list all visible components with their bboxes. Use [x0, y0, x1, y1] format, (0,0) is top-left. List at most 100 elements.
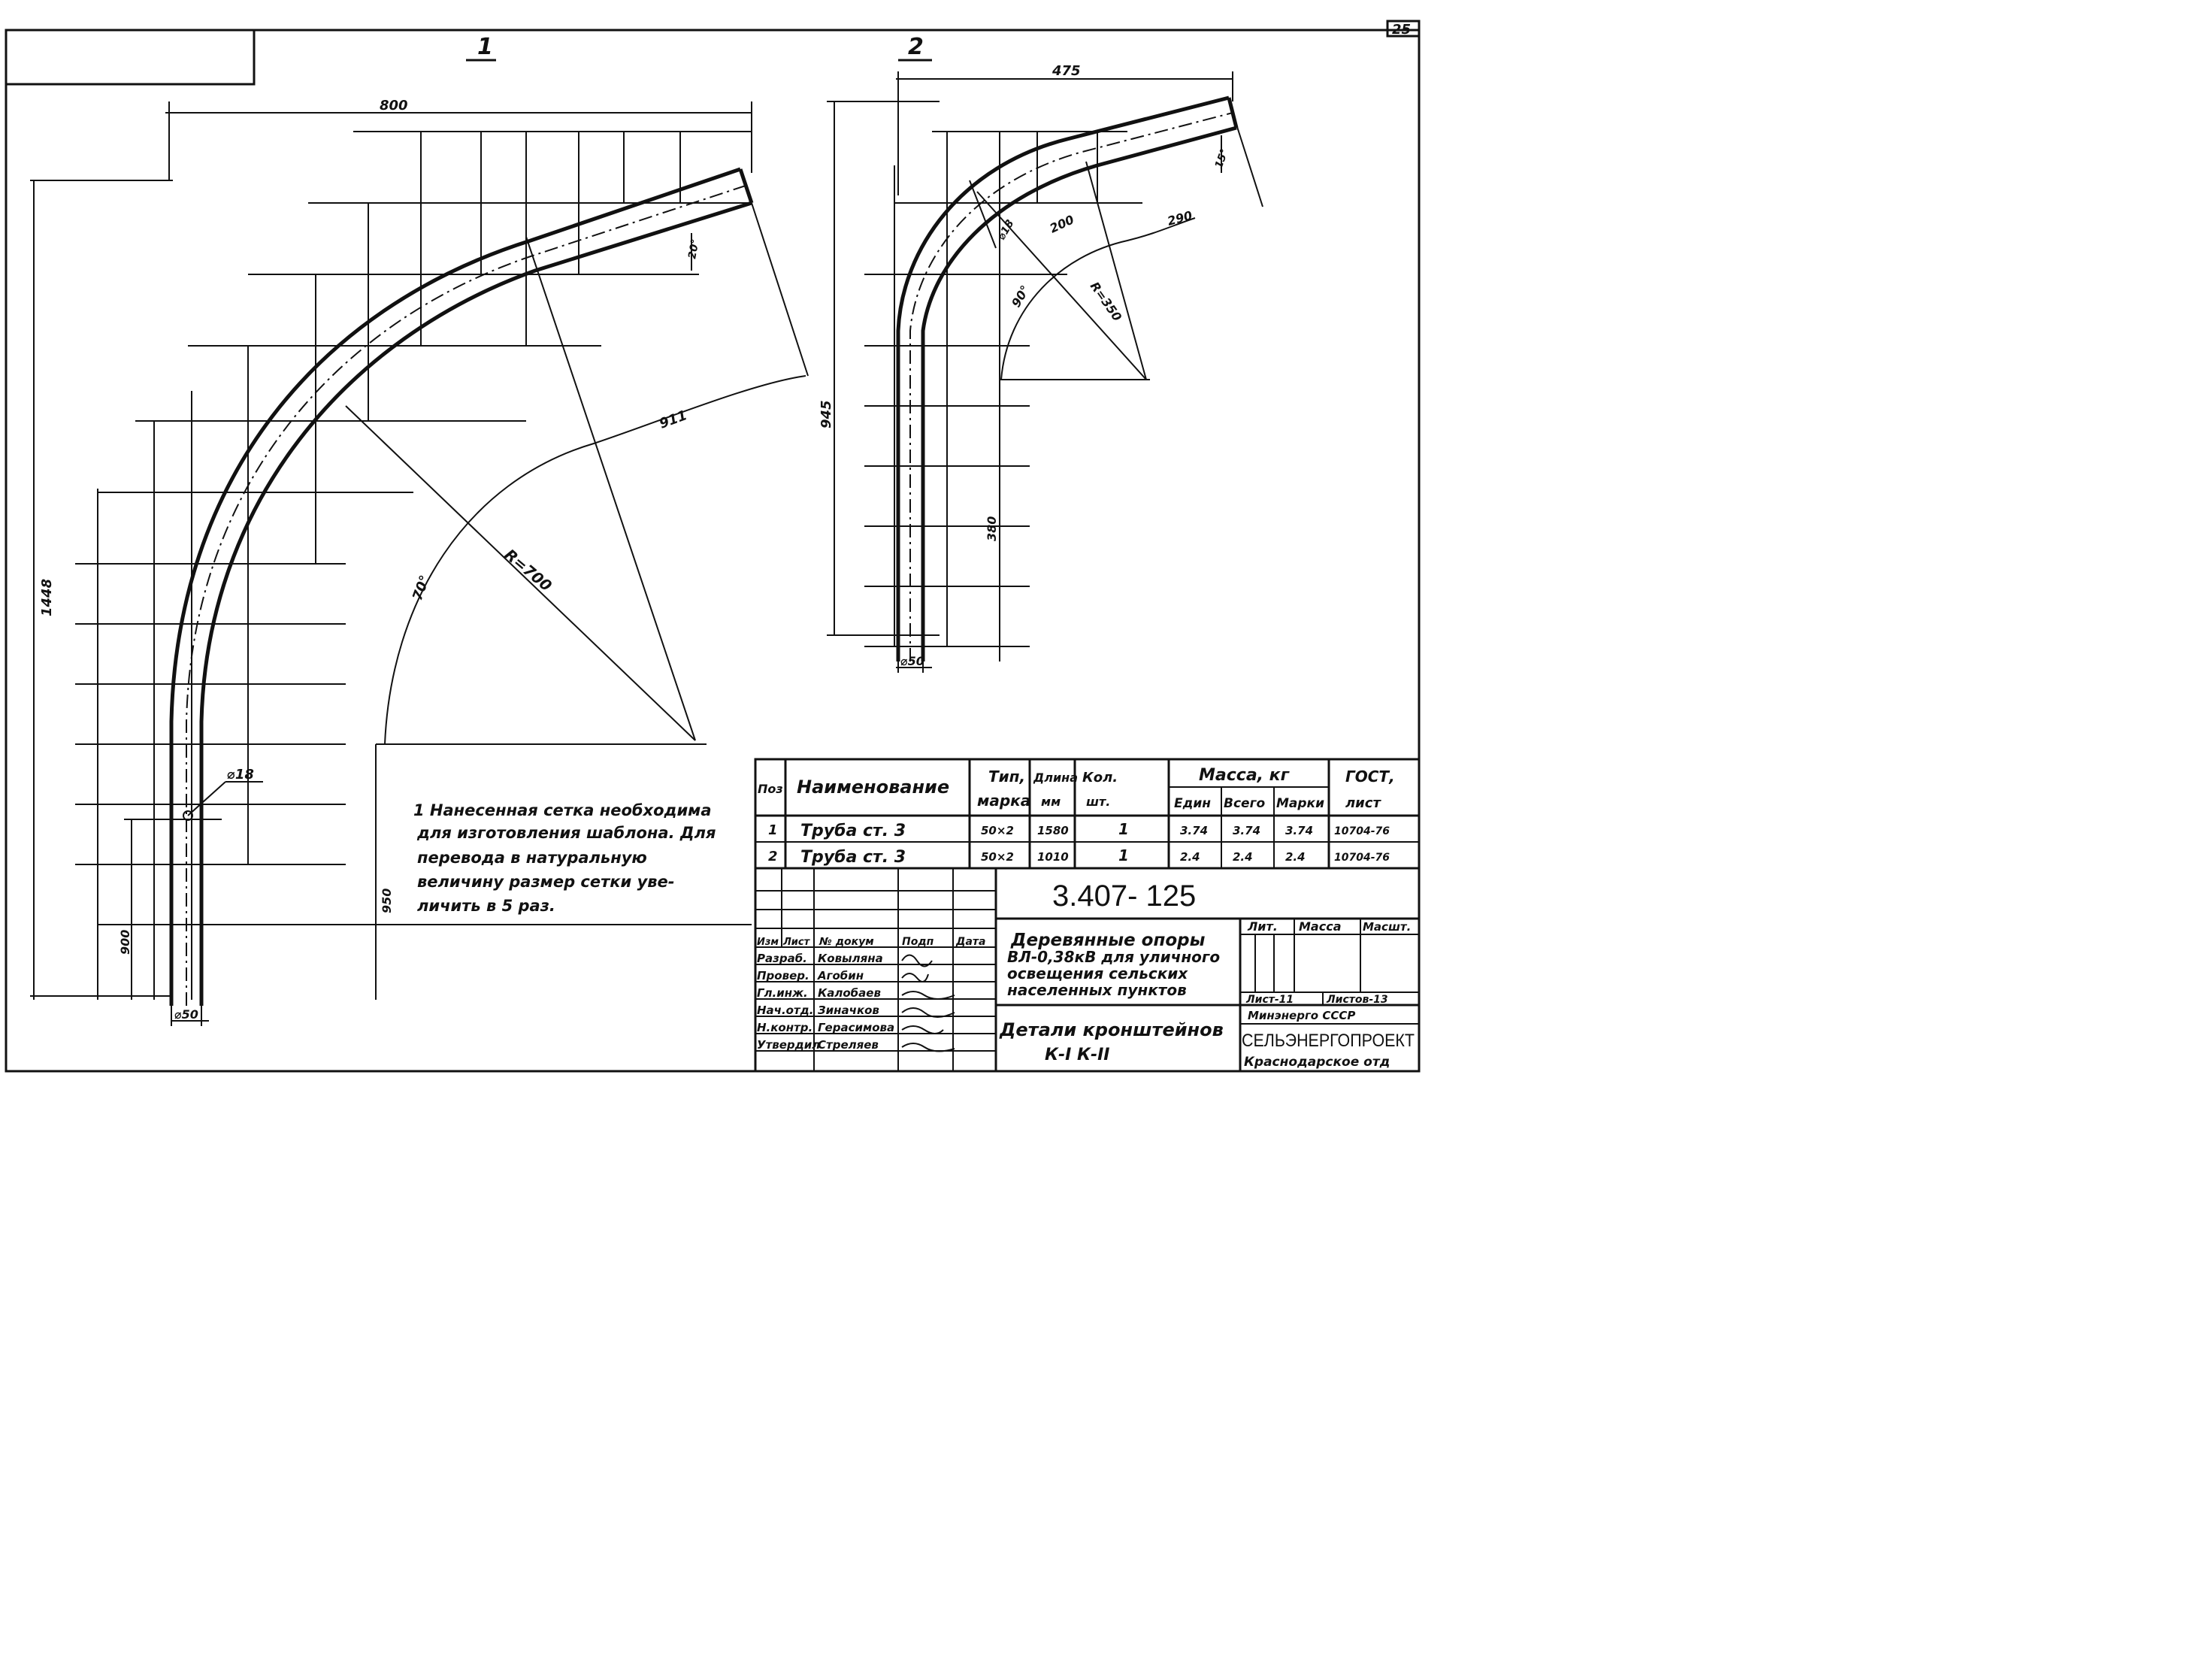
th-type2: марка — [977, 792, 1030, 810]
view-2-height: 945 — [819, 400, 834, 428]
th-qty1: Кол. — [1082, 770, 1118, 786]
spec-table: Поз Наименование Тип, марка Длина мм Кол… — [754, 758, 1421, 870]
view-2-radius: R=350 — [1088, 279, 1124, 323]
cell-qty: 1 — [1118, 820, 1129, 838]
cell-total: 3.74 — [1233, 824, 1260, 837]
view-1-h900: 900 — [118, 930, 132, 955]
view-2-label: 2 — [908, 34, 924, 60]
view-1-template-grid — [75, 131, 752, 1000]
tb-scale: Масшт. — [1363, 920, 1411, 934]
view-1-height: 1448 — [39, 579, 55, 616]
th-mass: Масса, кг — [1199, 766, 1291, 785]
view-2-hole: ⌀18 — [996, 218, 1017, 242]
tb-mass: Масса — [1299, 919, 1341, 934]
cell-total: 2.4 — [1233, 850, 1253, 864]
th-len1: Длина — [1033, 770, 1078, 785]
view-2-pipe-inner — [921, 126, 1237, 662]
tb-person: Герасимова — [818, 1021, 894, 1034]
view-2-chord1: 200 — [1048, 212, 1076, 235]
th-unit: Един — [1174, 796, 1211, 811]
view-1-h950: 950 — [380, 889, 394, 913]
tb-col-doc: № докум — [819, 936, 874, 948]
note-line-3: перевода в натуральную — [417, 849, 647, 867]
tb-person: Зиначков — [818, 1004, 879, 1017]
view-1-angle: 70° — [410, 574, 433, 603]
view-1-angle-top: 20° — [686, 238, 701, 260]
view-1-hole-dia: ⌀18 — [227, 767, 254, 783]
stamp-box-top-left — [5, 29, 256, 86]
cell-name: Труба ст. 3 — [800, 822, 906, 840]
view-2-chord2: 290 — [1166, 208, 1194, 229]
title-block: Изм Лист № докум Подп Дата Разраб. Ковыл… — [754, 867, 1421, 1073]
note-line-5: личить в 5 раз. — [417, 897, 555, 915]
cell-length: 1010 — [1037, 850, 1069, 864]
view-2-width: 475 — [1052, 63, 1081, 79]
note-line-1: 1 Нанесенная сетка необходима — [413, 801, 712, 819]
view-2-leg: 380 — [985, 516, 999, 541]
view-1-pipe-dia: ⌀50 — [174, 1007, 198, 1022]
cell-length: 1580 — [1037, 824, 1069, 837]
tb-sheet: Лист-11 — [1245, 994, 1294, 1006]
tb-role: Утвердил — [757, 1038, 820, 1052]
view-1-angle-arc — [384, 375, 806, 745]
tb-person: Калобаев — [818, 986, 881, 1000]
table-row: 2 Труба ст. 3 50×2 1010 1 2.4 2.4 2.4 10… — [768, 846, 1390, 867]
cell-type: 50×2 — [981, 850, 1014, 864]
cell-brand: 2.4 — [1285, 850, 1306, 864]
view-1-pipe-outer — [169, 167, 741, 1006]
project-title-1: Деревянные опоры — [1010, 931, 1206, 950]
view-2-pipe-axis — [909, 112, 1233, 662]
view-1-label: 1 — [477, 34, 493, 60]
org-ministry: Минэнерго СССР — [1248, 1009, 1355, 1022]
org-name: СЕЛЬЭНЕРГОПРОЕКТ — [1242, 1031, 1415, 1051]
project-title-3: освещения сельских — [1007, 964, 1188, 982]
note: 1 Нанесенная сетка необходима для изгото… — [413, 801, 716, 915]
cell-pos: 2 — [768, 849, 778, 864]
tb-col-sign: Подп — [902, 936, 934, 948]
tb-role: Нач.отд. — [757, 1004, 813, 1017]
view-1-chord: 911 — [658, 407, 689, 432]
tb-person: Ковыляна — [818, 952, 883, 965]
cell-name: Труба ст. 3 — [800, 848, 906, 867]
tb-person: Стреляев — [818, 1038, 879, 1052]
view-1: 1 — [30, 34, 809, 1026]
note-line-4: величину размер сетки уве- — [417, 873, 675, 891]
drawing-sheet: 25 1 — [5, 20, 1421, 1073]
th-gost1: ГОСТ, — [1345, 767, 1395, 786]
th-qty2: шт. — [1086, 795, 1110, 809]
view-1-radius: R=700 — [501, 545, 555, 595]
th-pos: Поз — [758, 782, 783, 796]
tb-lit: Лит. — [1247, 919, 1278, 934]
tb-col-date: Дата — [955, 936, 985, 948]
tb-role: Гл.инж. — [757, 986, 808, 1000]
tb-role: Н.контр. — [757, 1021, 812, 1034]
th-gost2: лист — [1345, 795, 1381, 811]
cell-gost: 10704-76 — [1334, 852, 1390, 864]
drawing-title-2: К-I К-II — [1045, 1046, 1109, 1064]
cell-qty: 1 — [1118, 846, 1129, 864]
tb-sheets: Листов-13 — [1326, 994, 1388, 1006]
th-brand: Марки — [1276, 796, 1324, 811]
cell-pos: 1 — [768, 822, 778, 838]
project-title-4: населенных пунктов — [1007, 981, 1187, 999]
cell-type: 50×2 — [981, 824, 1014, 837]
view-2-angle-arc — [1000, 217, 1196, 380]
view-2-pipe-dia: ⌀50 — [900, 654, 924, 668]
drawing-title-1: Детали кронштейнов — [999, 1019, 1224, 1040]
tb-col-izm: Изм — [757, 937, 779, 948]
sheet-number-box — [1386, 20, 1421, 38]
view-1-width: 800 — [380, 98, 408, 114]
th-name: Наименование — [797, 777, 949, 798]
view-2: 2 R=350 90° 200 290 ⌀1 — [819, 34, 1263, 673]
view-1-pipe-inner — [199, 201, 752, 1006]
tb-col-list: Лист — [782, 937, 811, 948]
tb-role: Провер. — [757, 969, 809, 982]
view-2-angle: 90° — [1009, 283, 1033, 310]
th-len2: мм — [1041, 795, 1061, 809]
sheet-number: 25 — [1392, 22, 1411, 38]
note-line-2: для изготовления шаблона. Для — [416, 824, 716, 842]
cell-gost: 10704-76 — [1334, 825, 1390, 837]
cell-unit: 2.4 — [1180, 850, 1200, 864]
th-total: Всего — [1224, 796, 1265, 811]
th-type1: Тип, — [988, 767, 1025, 786]
